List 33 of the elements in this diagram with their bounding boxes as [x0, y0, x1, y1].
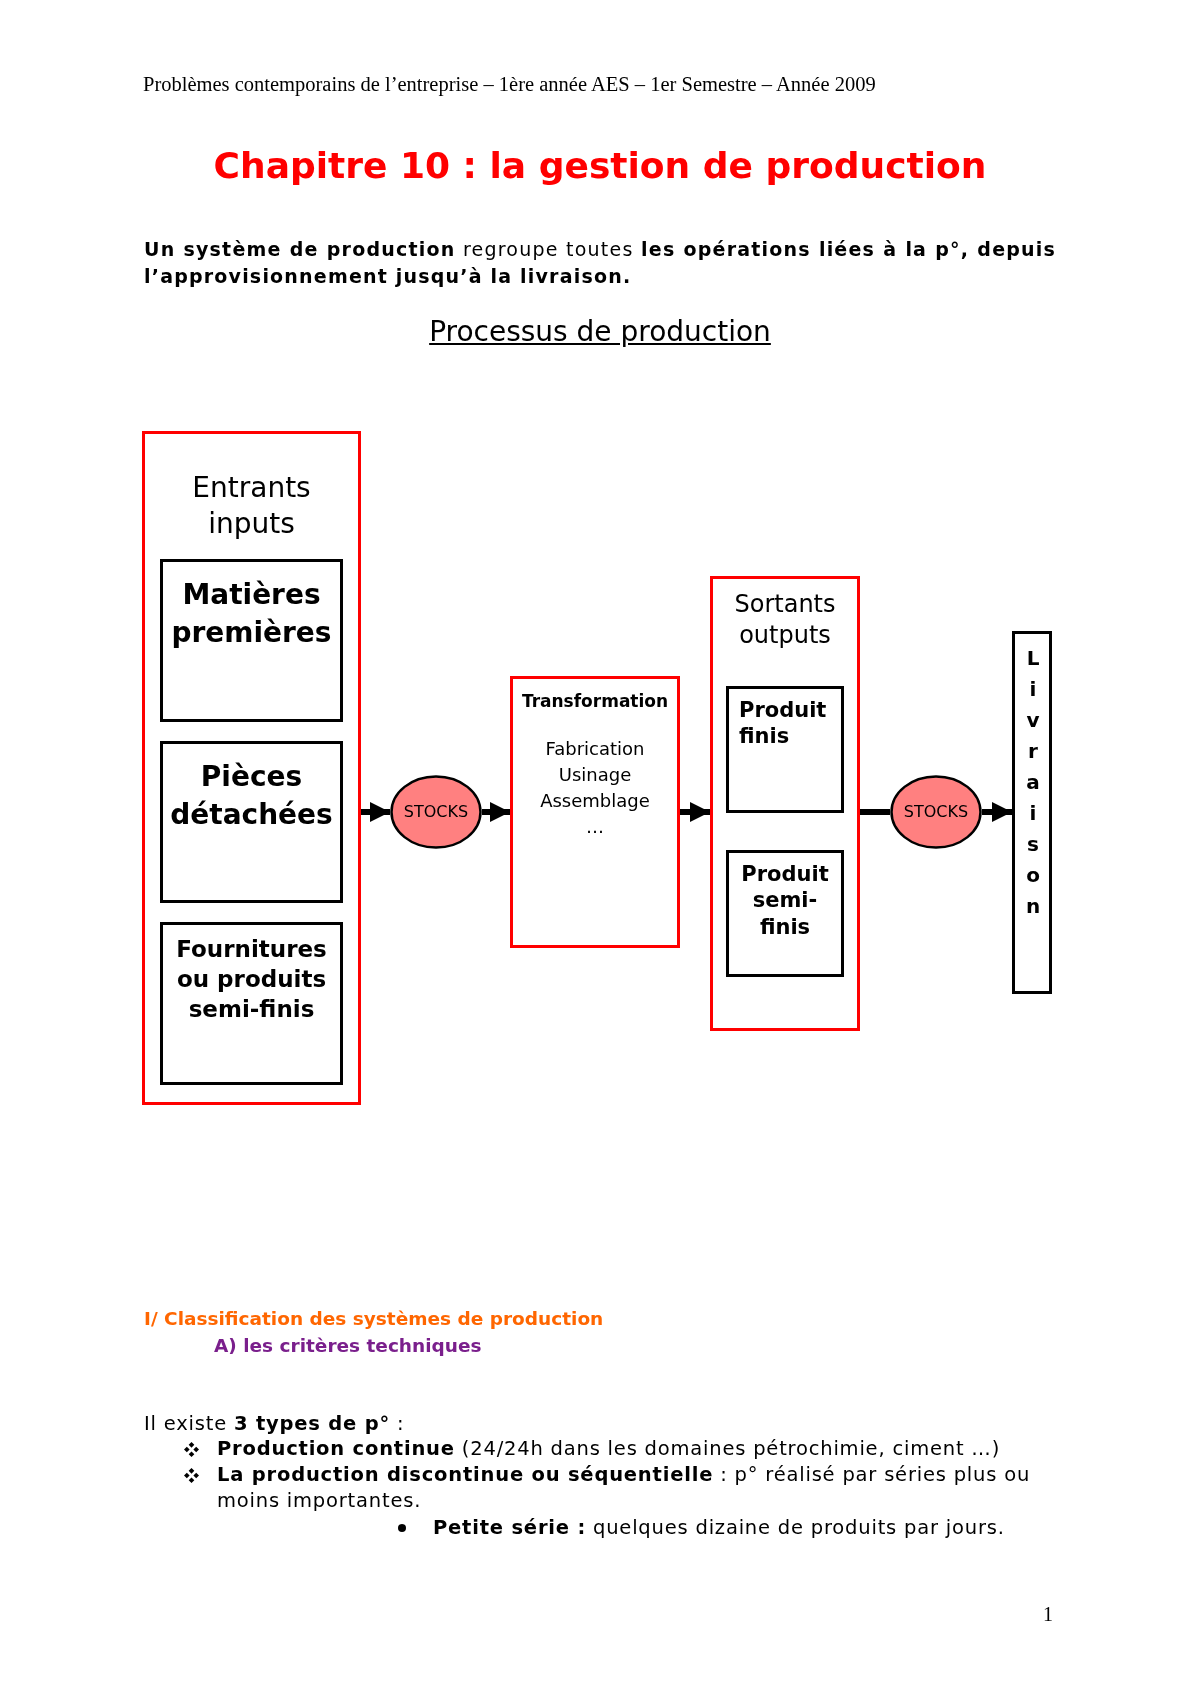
output-box: Produit semi-finis [726, 850, 844, 977]
stock-ellipse [890, 775, 982, 849]
group-title: Sortants outputs [734, 589, 836, 652]
bullet-text: Production continue (24/24h dans les domaines pétrochimie, ciment …) [217, 1436, 1001, 1462]
connector-line [860, 809, 890, 815]
ellipse-label: STOCKS [903, 802, 969, 822]
page-number: 1 [1043, 1602, 1053, 1627]
ellipse-label: STOCKS [403, 802, 469, 822]
input-box: Matières premières [160, 559, 343, 722]
page-title: Chapitre 10 : la gestion de production [213, 144, 987, 188]
input-box: Pièces détachées [160, 741, 343, 903]
intro-paragraph: Un système de production regroupe toutes les opérations liées à la p°, depuis l’approvisionnement jusqu’à la livraison. [144, 237, 1056, 289]
arrow [482, 802, 510, 822]
group-box [710, 576, 860, 1031]
input-box: Fournitures ou produits semi-finis [160, 922, 343, 1085]
group-box [142, 431, 361, 1105]
box-text: Fabrication Usinage Assemblage … [539, 736, 651, 839]
group-title: Entrants inputs [192, 470, 311, 543]
arrow [361, 802, 390, 822]
output-box: Produit finis [726, 686, 844, 813]
box-heading: Transformation [521, 690, 669, 713]
subsection-heading: A) les critères techniques [214, 1334, 482, 1358]
bullet-text: Petite série : quelques dizaine de produits par jours. [433, 1515, 1005, 1541]
page-header: Problèmes contemporains de l’entreprise – 1ère année AES – 1er Semestre – Année 2009 [143, 72, 876, 97]
process-box [510, 676, 680, 948]
arrow [680, 802, 710, 822]
diagram-heading: Processus de production [429, 314, 771, 350]
bullet-text: La production discontinue ou séquentielle : p° réalisé par séries plus ou moins importantes. [217, 1462, 1032, 1514]
delivery-box: Livraison [1012, 631, 1052, 994]
body-text: Il existe 3 types de p° : [144, 1411, 405, 1437]
stock-ellipse [390, 775, 482, 849]
section-heading: I/ Classification des systèmes de production [144, 1307, 604, 1331]
arrow [982, 802, 1012, 822]
